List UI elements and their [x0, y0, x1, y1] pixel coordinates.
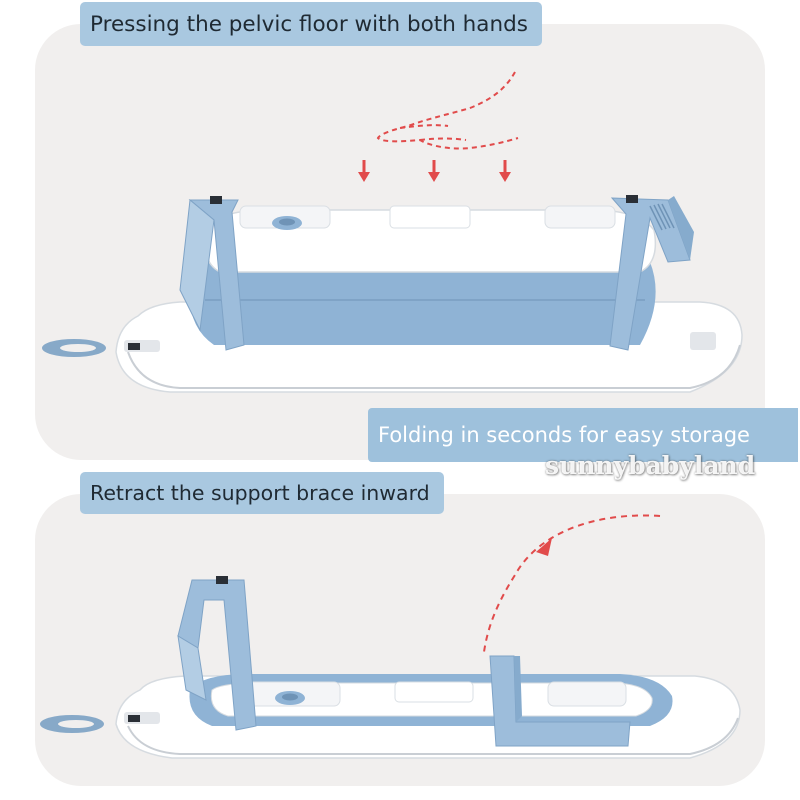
hand-outline-icon [376, 71, 519, 150]
curved-arrow-head-icon [536, 538, 552, 556]
curved-arrow-icon [483, 514, 661, 653]
hanging-loop-icon [42, 339, 106, 357]
step-caption-retract: Retract the support brace inward [80, 472, 444, 514]
step-caption-press: Pressing the pelvic floor with both hand… [80, 2, 542, 46]
down-arrow-icon [358, 160, 370, 182]
brand-watermark: sunnybabyland [545, 451, 756, 480]
down-arrow-icon [428, 160, 440, 182]
folding-tub-top [42, 195, 743, 393]
hanging-loop-icon [40, 715, 104, 733]
down-arrow-icon [499, 160, 511, 182]
storage-banner: Folding in seconds for easy storage [368, 408, 798, 462]
folding-tub-bottom [40, 576, 741, 759]
